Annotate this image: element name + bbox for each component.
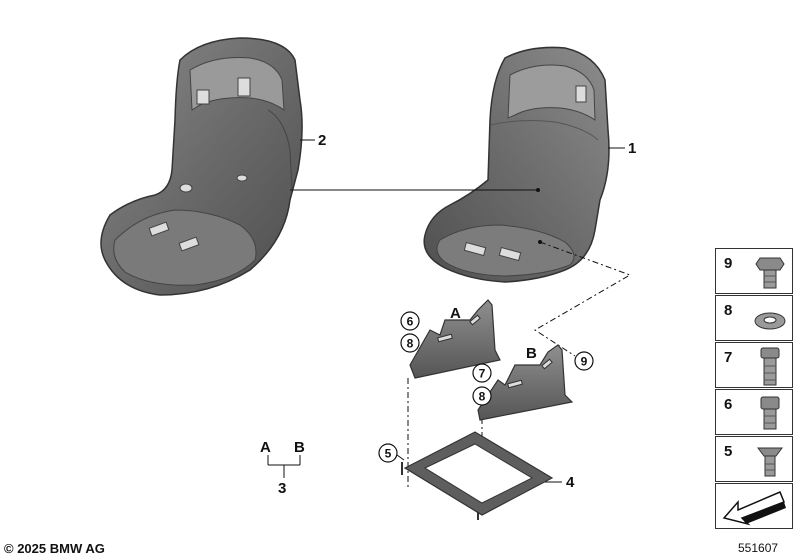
circled-callout-8-b: 8 — [472, 386, 492, 406]
seat-shell-rear-view — [100, 37, 303, 296]
hex-bolt-icon — [755, 257, 785, 289]
bracket-b-label: B — [526, 345, 537, 362]
side-bracket-b — [477, 344, 574, 421]
legend-item-9: 9 — [715, 248, 793, 294]
circled-callout-7: 7 — [472, 363, 492, 383]
socket-cap-screw-icon — [760, 396, 780, 430]
circled-callout-6: 6 — [400, 311, 420, 331]
legend-number: 5 — [724, 443, 733, 460]
callout-2: 2 — [318, 132, 326, 149]
legend-arrow-cell — [715, 483, 793, 529]
copyright-notice: © 2025 BMW AG — [4, 541, 105, 556]
bracket-a-label: A — [450, 305, 461, 322]
seat-shell-front-view — [423, 46, 610, 283]
legend-number: 7 — [724, 349, 733, 366]
washer-icon — [754, 312, 786, 330]
side-bracket-a — [409, 299, 501, 379]
svg-text:9: 9 — [581, 355, 588, 369]
legend-number: 9 — [724, 255, 733, 272]
svg-text:8: 8 — [479, 390, 486, 404]
countersunk-screw-icon — [757, 447, 783, 477]
legend-item-7: 7 — [715, 342, 793, 388]
legend-number: 6 — [724, 396, 733, 413]
socket-cap-screw-long-icon — [760, 347, 780, 386]
circled-callout-5: 5 — [378, 443, 398, 463]
circled-callout-8-a: 8 — [400, 333, 420, 353]
direction-arrow-icon — [722, 491, 786, 526]
fastener-legend: 9 8 7 6 5 — [715, 248, 793, 530]
legend-number: 8 — [724, 302, 733, 319]
base-frame — [401, 431, 554, 520]
svg-text:6: 6 — [407, 315, 414, 329]
group-b-label: B — [294, 439, 305, 456]
callout-4: 4 — [566, 474, 575, 491]
legend-item-6: 6 — [715, 389, 793, 435]
circled-callout-9: 9 — [574, 351, 594, 371]
diagram-id: 551607 — [738, 541, 779, 555]
legend-item-8: 8 — [715, 295, 793, 341]
callout-1: 1 — [628, 140, 636, 157]
legend-item-5: 5 — [715, 436, 793, 482]
svg-text:8: 8 — [407, 337, 414, 351]
callout-3: 3 — [278, 480, 286, 497]
svg-text:7: 7 — [479, 367, 486, 381]
group-a-label: A — [260, 439, 271, 456]
svg-text:5: 5 — [385, 447, 392, 461]
